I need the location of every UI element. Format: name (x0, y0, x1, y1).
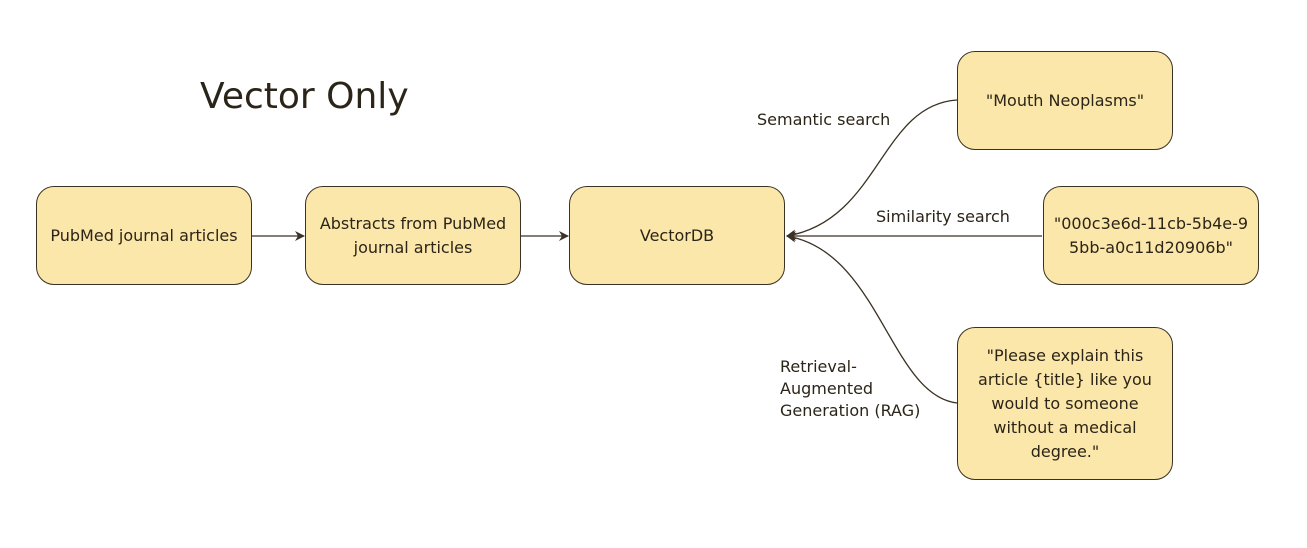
label-semantic-search: Semantic search (757, 110, 891, 129)
node-vectordb-label: VectorDB (639, 225, 715, 245)
node-abstracts-label: Abstracts from PubMed journal articles (319, 213, 507, 257)
edge-rag (786, 232, 958, 404)
node-mouth-neoplasms: "Mouth Neoplasms" (957, 51, 1173, 150)
diagram-title: Vector Only (200, 76, 409, 117)
node-pubmed-label: PubMed journal articles (50, 225, 238, 245)
node-uuid: "000c3e6d-11cb-5b4e-9 5bb-a0c11d20906b" (1043, 186, 1259, 285)
node-rag-prompt-label: "Please explain this article {title} lik… (978, 345, 1152, 461)
label-similarity-search: Similarity search (876, 207, 1010, 226)
node-uuid-label: "000c3e6d-11cb-5b4e-9 5bb-a0c11d20906b" (1053, 213, 1249, 257)
node-vectordb: VectorDB (569, 186, 785, 285)
label-rag: Retrieval- Augmented Generation (RAG) (780, 357, 921, 420)
node-rag-prompt: "Please explain this article {title} lik… (957, 327, 1173, 480)
node-pubmed-journal-articles: PubMed journal articles (36, 186, 252, 285)
node-abstracts: Abstracts from PubMed journal articles (305, 186, 521, 285)
edge-semantic-search (786, 99, 958, 240)
node-mouth-neoplasms-label: "Mouth Neoplasms" (985, 90, 1145, 110)
